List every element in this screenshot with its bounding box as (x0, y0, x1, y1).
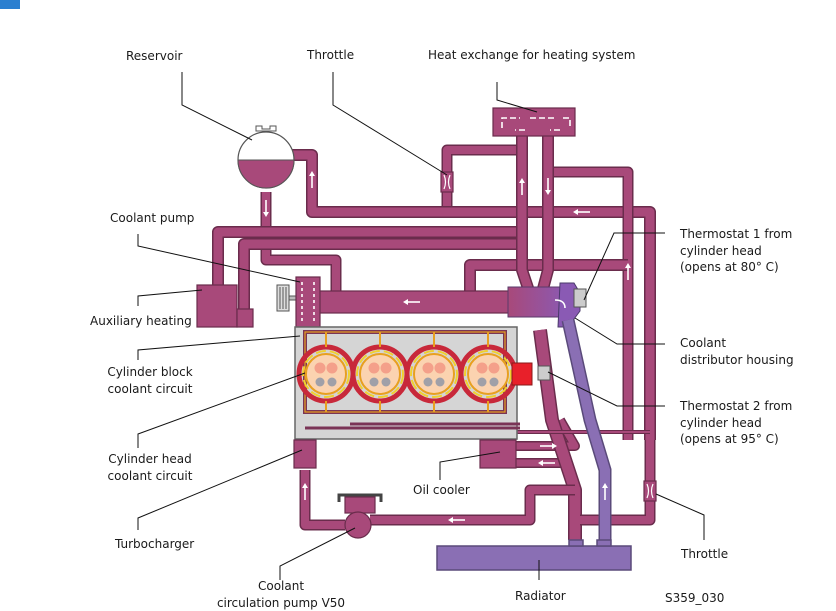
circulation-pump-v50 (337, 493, 383, 539)
throttle-valve-bottom (643, 480, 657, 502)
cylinder (458, 332, 518, 412)
throttle-valve-top (440, 171, 454, 193)
label-auxiliary-heating: Auxiliary heating (90, 314, 192, 328)
label-oil-cooler: Oil cooler (413, 483, 470, 497)
radiator (436, 545, 632, 571)
label-cylinder-block-circuit: Cylinder block coolant circuit (107, 365, 193, 396)
window-corner-tab (0, 0, 20, 9)
leader-lines (137, 72, 705, 580)
label-radiator: Radiator (515, 589, 566, 603)
label-reservoir: Reservoir (126, 49, 183, 63)
label-turbocharger: Turbocharger (115, 537, 195, 551)
label-cylinder-head-circuit: Cylinder head coolant circuit (107, 452, 193, 483)
figure-id: S359_030 (665, 591, 725, 605)
label-coolant-pump: Coolant pump (110, 211, 195, 225)
label-thermostat-2: Thermostat 2 from cylinder head (opens a… (680, 399, 793, 446)
coolant-distributor-housing (507, 282, 587, 328)
label-throttle-top: Throttle (307, 48, 355, 62)
thermostat-1 (573, 288, 587, 308)
label-coolant-distributor: Coolant distributor housing (680, 336, 794, 367)
label-thermostat-1: Thermostat 1 from cylinder head (opens a… (680, 227, 793, 274)
label-circulation-pump: Coolant circulation pump V50 (216, 579, 346, 610)
flow-arrows (263, 171, 631, 523)
reservoir (237, 125, 295, 189)
coolant-pump (276, 276, 321, 328)
heat-exchanger (492, 107, 576, 137)
coolant-pipes (212, 135, 656, 540)
engine-block (294, 326, 520, 440)
turbocharger (293, 439, 317, 469)
auxiliary-heater (196, 284, 238, 328)
thermostat-2 (511, 362, 551, 386)
label-heat-exchange: Heat exchange for heating system (428, 48, 636, 62)
label-throttle-bottom: Throttle (681, 547, 729, 561)
